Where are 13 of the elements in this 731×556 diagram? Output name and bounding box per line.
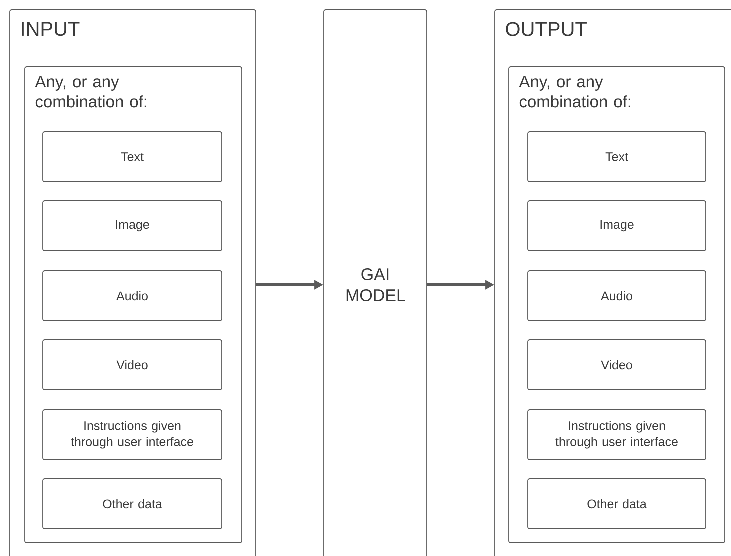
item-box: Instructions given through user interface [42, 410, 222, 460]
model-box: GAI MODEL [324, 10, 428, 556]
item-box: Other data [42, 478, 222, 530]
item-box: Image [528, 200, 706, 252]
item-box: Audio [42, 270, 222, 322]
item-box: Instructions given through user interface [528, 410, 706, 460]
item-box: Image [42, 200, 222, 252]
item-box: Audio [528, 270, 706, 322]
item-box: Text [42, 132, 222, 182]
item-box: Video [528, 340, 706, 390]
item-box: Other data [528, 478, 706, 530]
item-box: Video [42, 340, 222, 390]
item-box: Text [528, 132, 706, 182]
